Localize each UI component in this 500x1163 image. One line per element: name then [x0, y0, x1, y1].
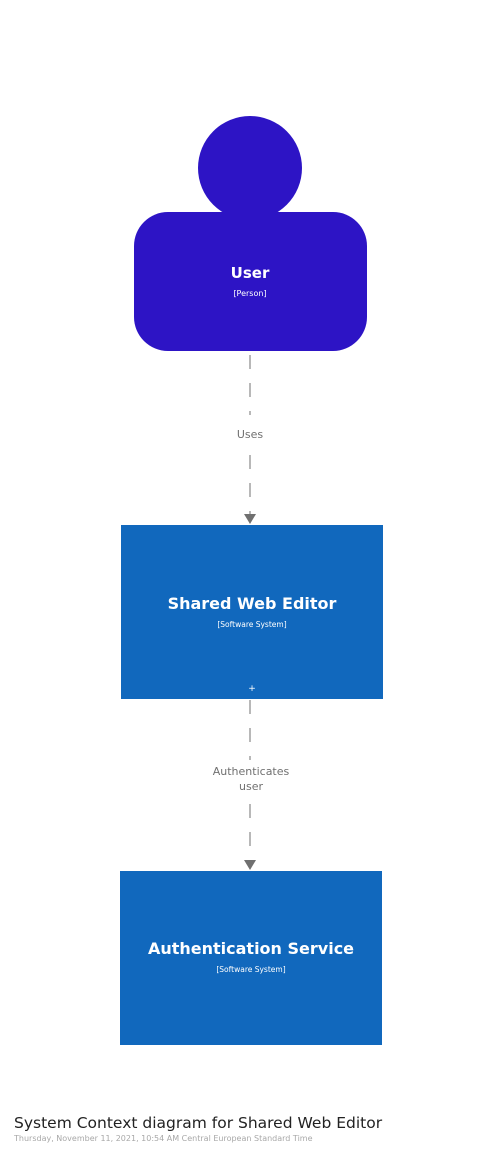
- system-box: [120, 871, 382, 1045]
- diagram-footer: System Context diagram for Shared Web Ed…: [14, 1113, 494, 1144]
- diagram-timestamp: Thursday, November 11, 2021, 10:54 AM Ce…: [14, 1134, 313, 1143]
- expand-marker[interactable]: +: [248, 684, 256, 694]
- system-authentication-service[interactable]: Authentication Service [Software System]: [120, 871, 382, 1045]
- system-box: [121, 525, 383, 699]
- person-head: [198, 116, 302, 220]
- system-type: [Software System]: [217, 620, 286, 629]
- edge-authenticates-label-line1: Authenticates: [213, 765, 290, 778]
- edge-authenticates-label-line2: user: [239, 780, 263, 793]
- system-name: Shared Web Editor: [168, 594, 337, 613]
- edge-authenticates-arrowhead: [244, 860, 256, 870]
- system-name: Authentication Service: [148, 939, 354, 958]
- edge-uses-label: Uses: [237, 428, 264, 441]
- person-body: [134, 212, 367, 351]
- diagram-title: System Context diagram for Shared Web Ed…: [14, 1114, 383, 1132]
- system-context-diagram: User [Person] Uses Shared Web Editor [So…: [120, 116, 383, 1045]
- edge-authenticates-user[interactable]: Authenticates user: [213, 700, 290, 870]
- person-name: User: [231, 264, 270, 282]
- person-user[interactable]: User [Person]: [134, 116, 367, 351]
- edge-uses[interactable]: Uses: [237, 355, 264, 524]
- system-type: [Software System]: [216, 965, 285, 974]
- person-type: [Person]: [233, 289, 266, 298]
- system-shared-web-editor[interactable]: Shared Web Editor [Software System] +: [121, 525, 383, 699]
- edge-uses-arrowhead: [244, 514, 256, 524]
